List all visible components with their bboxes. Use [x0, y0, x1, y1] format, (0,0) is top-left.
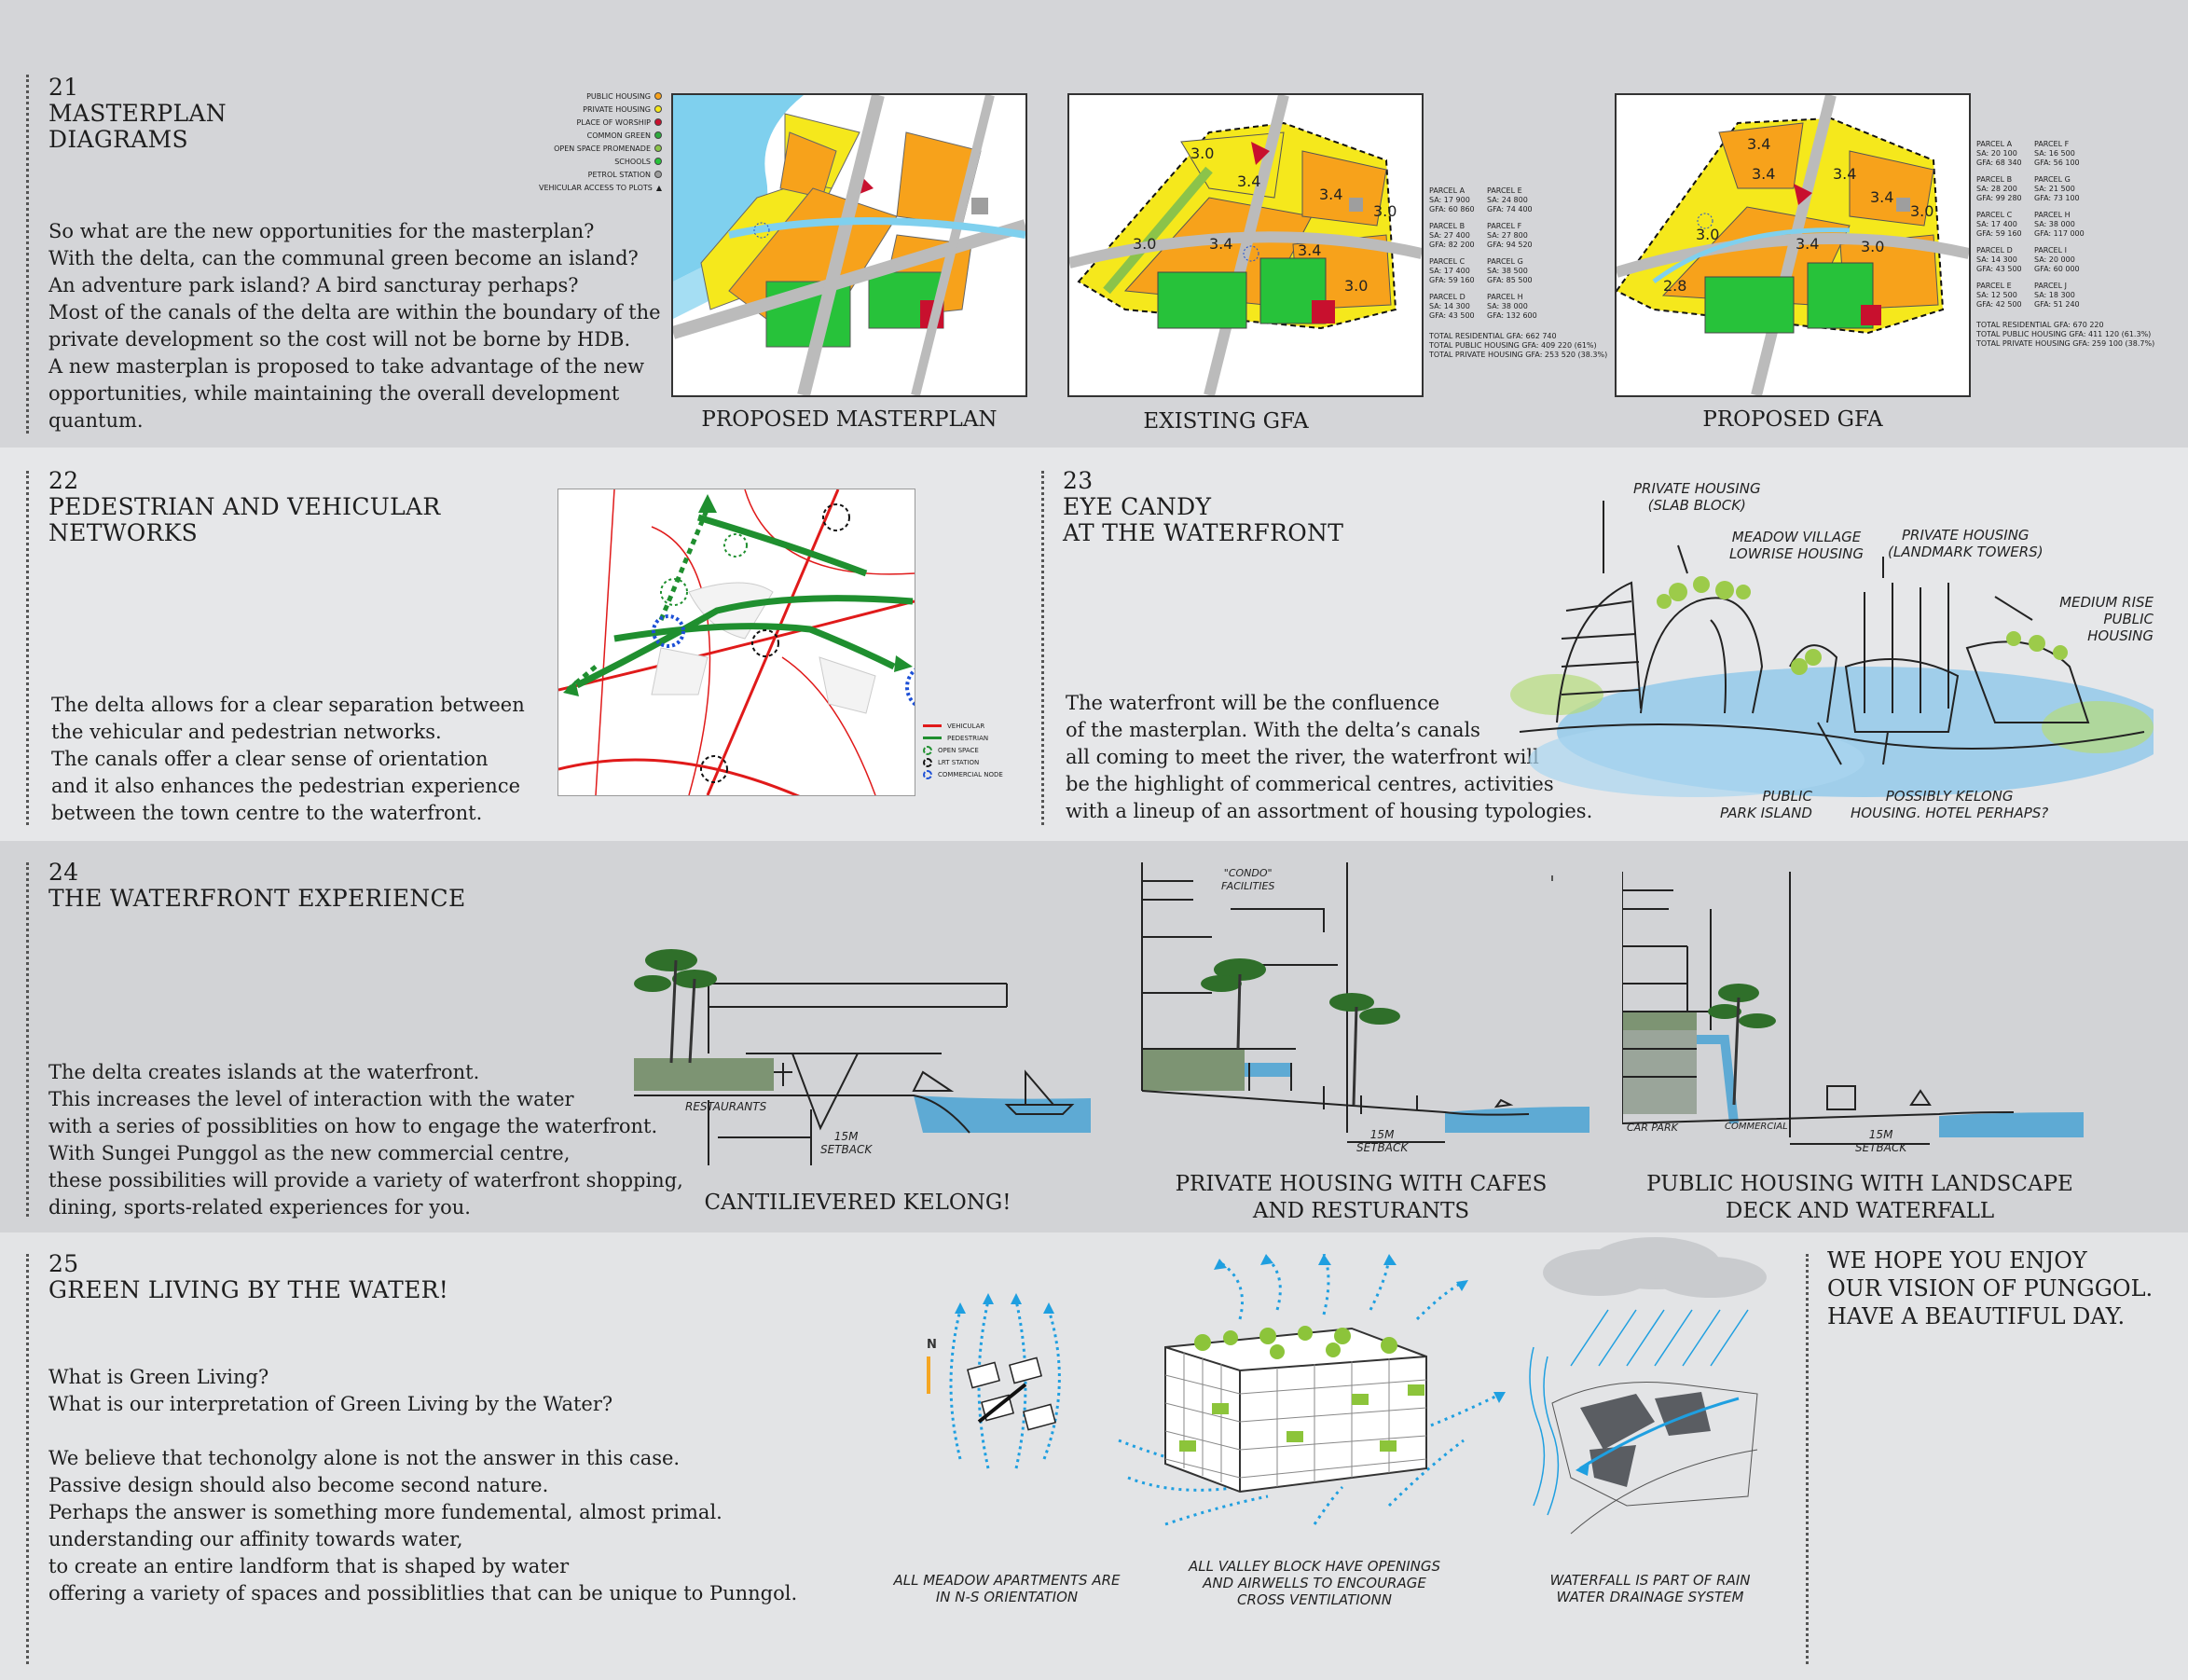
- section-title: EYE CANDY AT THE WATERFRONT: [1063, 493, 1344, 546]
- dotted-rule: [26, 862, 29, 1217]
- section-title: MASTERPLAN DIAGRAMS: [48, 100, 227, 153]
- plot-ratio-label: 3.4: [1298, 241, 1321, 259]
- network-legend: VEHICULAR PEDESTRIAN OPEN SPACE LRT STAT…: [923, 720, 1003, 780]
- section-24-band: [0, 841, 2188, 1232]
- closing-message: WE HOPE YOU ENJOY OUR VISION OF PUNGGOL.…: [1827, 1247, 2154, 1329]
- dotted-rule: [26, 1254, 29, 1664]
- plot-ratio-label: 3.0: [1190, 145, 1214, 162]
- dotted-rule: [26, 471, 29, 825]
- plot-ratio-label: 3.4: [1319, 186, 1342, 203]
- plot-ratio-label: 3.0: [1910, 202, 1933, 220]
- caption-existing-gfa: EXISTING GFA: [1143, 409, 1309, 434]
- plot-ratio-label: 3.4: [1833, 165, 1856, 183]
- section-number: 22: [48, 467, 79, 494]
- label-condo-facilities: "CONDO"FACILITIES: [1221, 867, 1275, 892]
- label-landmark-towers: PRIVATE HOUSING(LANDMARK TOWERS): [1888, 527, 2044, 560]
- plot-ratio-label: 3.0: [1344, 277, 1368, 295]
- plot-ratio-label: 3.0: [1373, 202, 1397, 220]
- proposed-gfa-map: 3.4 3.4 3.4 3.4 3.0 3.0 3.4 3.0 2.8: [1615, 93, 1971, 397]
- waterfront-sketch: PRIVATE HOUSING(SLAB BLOCK) MEADOW VILLA…: [1510, 480, 2172, 825]
- label-restaurants: RESTAURANTS: [685, 1100, 767, 1113]
- network-map: [557, 489, 915, 796]
- section-title: PEDESTRIAN AND VEHICULAR NETWORKS: [48, 493, 441, 546]
- meadow-orientation-diagram: N: [923, 1291, 1091, 1478]
- dotted-rule: [26, 75, 29, 434]
- section-body-questions: What is Green Living? What is our interp…: [48, 1366, 613, 1415]
- plot-ratio-label: 3.4: [1752, 165, 1775, 183]
- section-25-band: [0, 1232, 2188, 1680]
- north-label: N: [927, 1338, 937, 1352]
- section-body: We believe that techonolgy alone is not …: [48, 1447, 798, 1604]
- section-body: The delta allows for a clear separation …: [51, 694, 525, 824]
- section-number: 25: [48, 1250, 79, 1277]
- caption-kelong: CANTILIEVERED KELONG!: [704, 1191, 1011, 1215]
- plot-ratio-label: 3.4: [1237, 172, 1260, 190]
- caption-proposed-masterplan: PROPOSED MASTERPLAN: [701, 407, 998, 432]
- plot-ratio-label: 2.8: [1663, 277, 1686, 295]
- proposed-masterplan-map: [671, 93, 1027, 397]
- plot-ratio-label: 3.0: [1861, 238, 1884, 255]
- existing-gfa-map: 3.0 3.4 3.4 3.0 3.0 3.4 3.4 3.0: [1067, 93, 1424, 397]
- waterfall-drainage-diagram: [1515, 1235, 1785, 1543]
- label-private-slab: PRIVATE HOUSING(SLAB BLOCK): [1633, 480, 1761, 514]
- section-number: 23: [1063, 467, 1094, 494]
- plot-ratio-label: 3.4: [1747, 135, 1770, 153]
- label-car-park: CAR PARK: [1627, 1122, 1678, 1134]
- plot-ratio-label: 3.0: [1133, 235, 1156, 253]
- dotted-rule: [1041, 471, 1044, 825]
- valley-block-diagram: [1109, 1253, 1510, 1534]
- dotted-rule: [1806, 1254, 1809, 1664]
- section-title: THE WATERFRONT EXPERIENCE: [48, 885, 466, 912]
- plot-ratio-label: 3.4: [1209, 235, 1232, 253]
- section-body: So what are the new opportunities for th…: [48, 220, 661, 432]
- section-body: The waterfront will be the confluence of…: [1066, 692, 1593, 822]
- label-commercial: COMMERCIAL: [1725, 1122, 1788, 1132]
- masterplan-legend: PUBLIC HOUSING PRIVATE HOUSING PLACE OF …: [539, 91, 662, 192]
- section-title: GREEN LIVING BY THE WATER!: [48, 1276, 449, 1303]
- north-arrow-icon: [927, 1356, 930, 1394]
- plot-ratio-label: 3.0: [1696, 226, 1719, 243]
- caption-proposed-gfa: PROPOSED GFA: [1702, 407, 1883, 432]
- section-body: The delta creates islands at the waterfr…: [48, 1061, 683, 1219]
- section-number: 24: [48, 859, 79, 886]
- section-number: 21: [48, 74, 79, 101]
- plot-ratio-label: 3.4: [1870, 188, 1893, 206]
- plot-ratio-label: 3.4: [1796, 235, 1819, 253]
